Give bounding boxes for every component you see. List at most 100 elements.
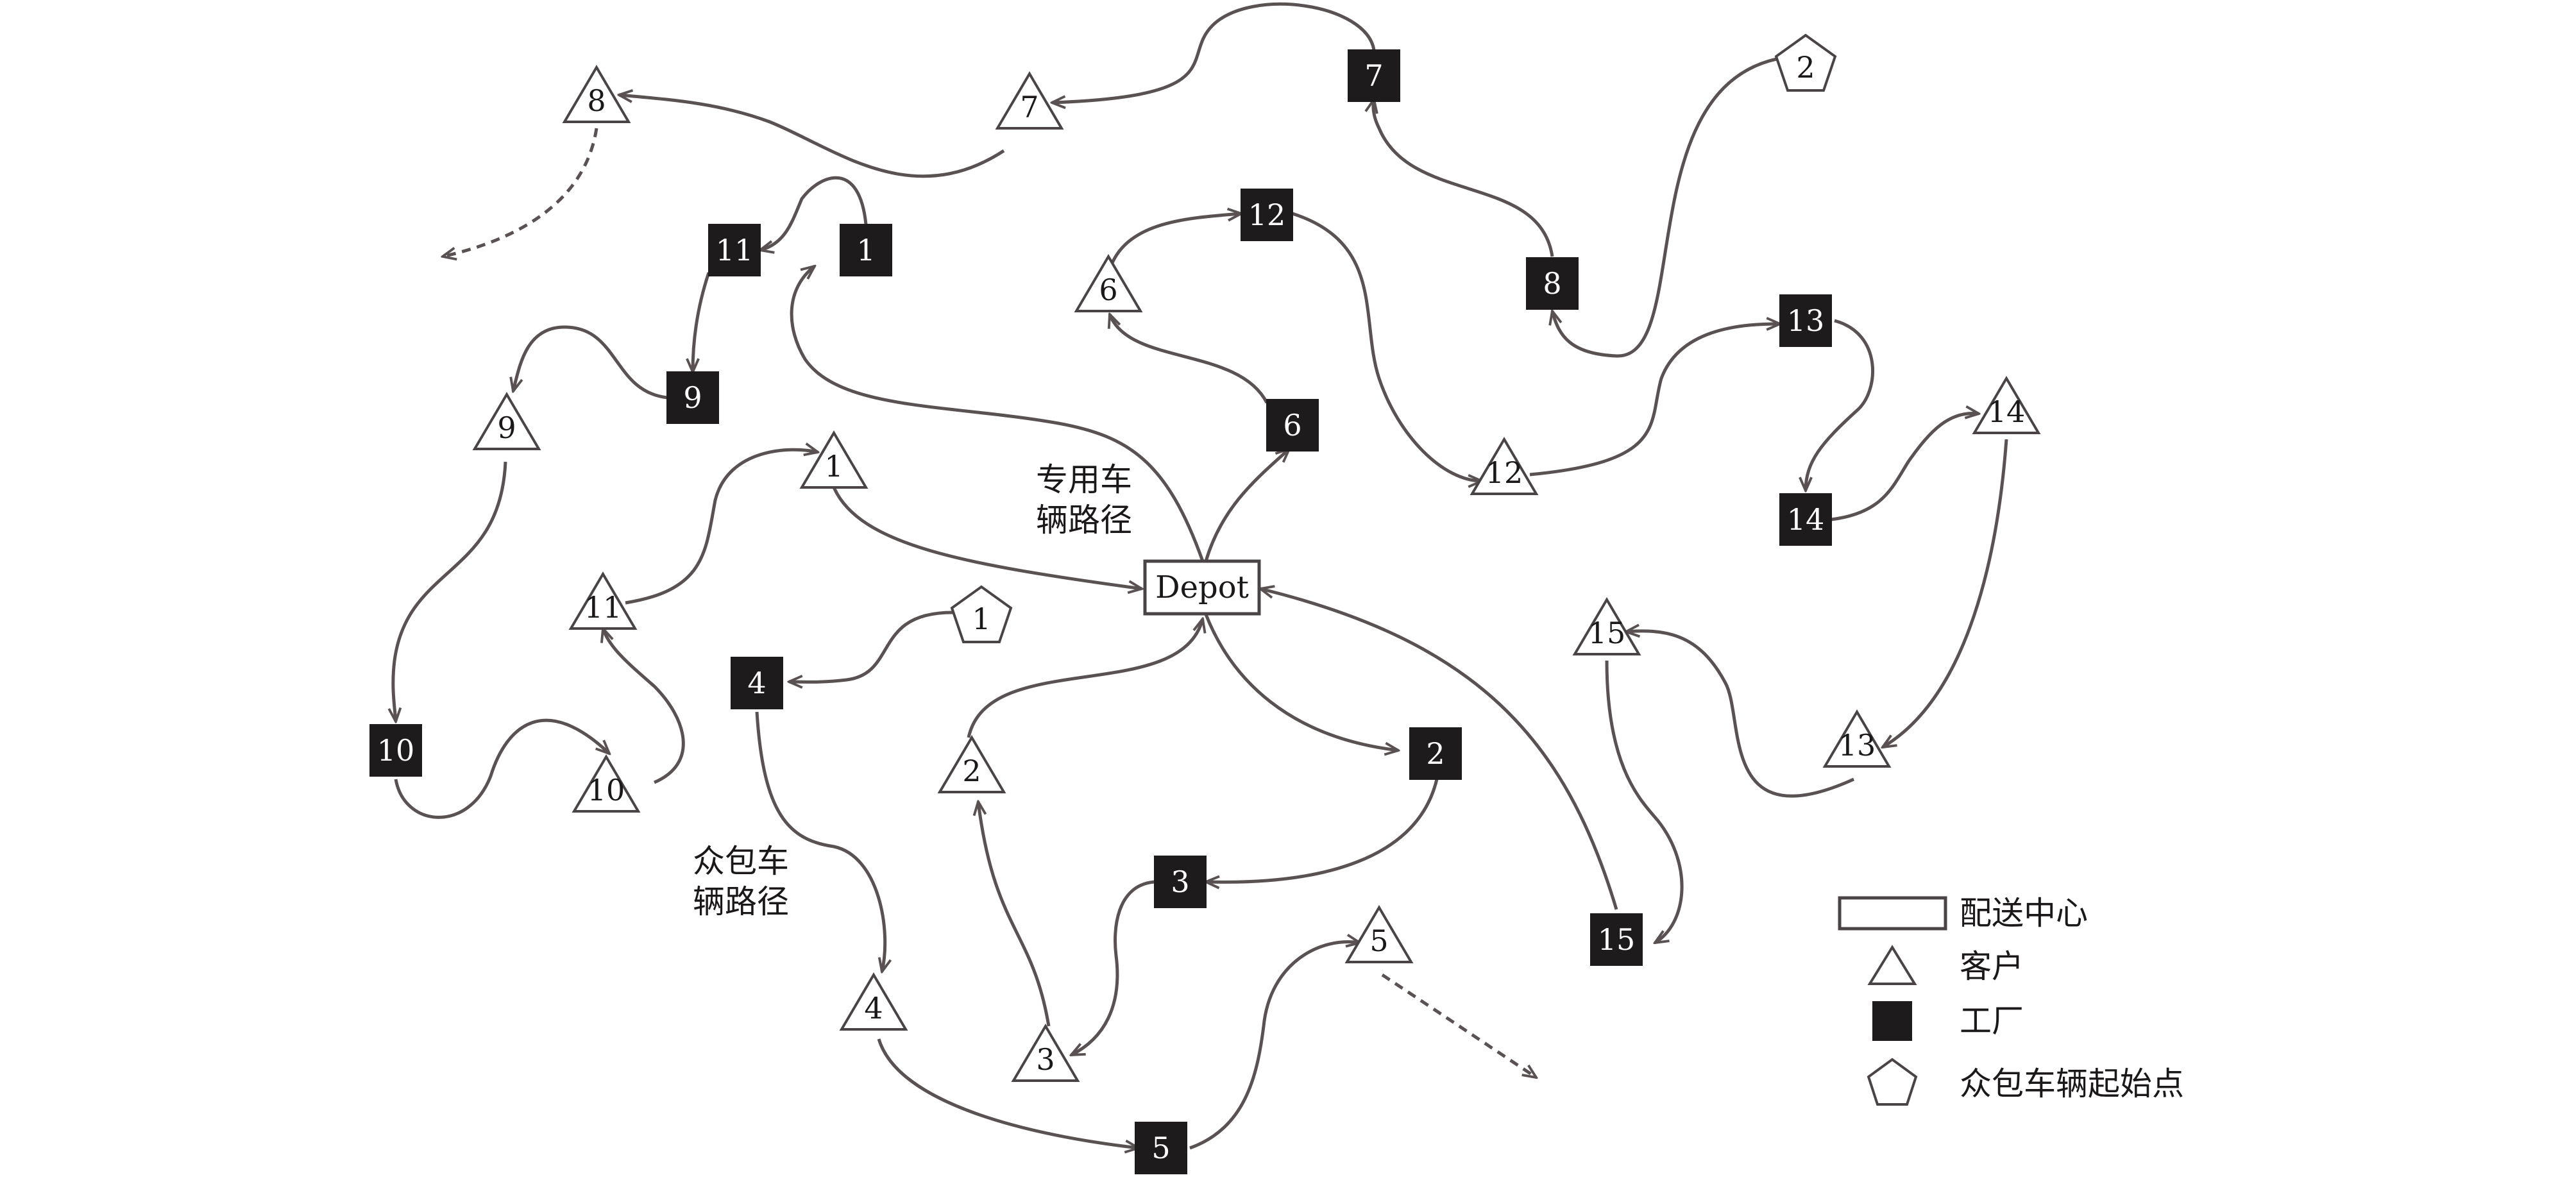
edge-factory-14-to-customer-14 bbox=[1831, 413, 1979, 521]
factory-node-7: 7 bbox=[1348, 49, 1400, 102]
edge-factory-7-to-customer-7 bbox=[1052, 2, 1376, 103]
edge-start-2-to-factory-8 bbox=[1552, 56, 1784, 358]
customer-node-10: 10 bbox=[572, 754, 641, 813]
legend-depot-symbol bbox=[1838, 896, 1947, 931]
edge-factory-13-to-factory-14 bbox=[1806, 319, 1874, 491]
edge-customer-6-to-factory-12 bbox=[1108, 214, 1241, 270]
legend-item-factory: 工厂 bbox=[1872, 1001, 2024, 1041]
crowd-vehicle-starts: 1 2 bbox=[950, 33, 1837, 643]
edge-customer-9-to-factory-10 bbox=[393, 461, 507, 722]
edge-customer-12-to-factory-13 bbox=[1529, 324, 1780, 477]
factory-label-5: 5 bbox=[1151, 1131, 1170, 1165]
factory-label-6: 6 bbox=[1283, 408, 1301, 443]
edge-factory-11-to-factory-9 bbox=[693, 272, 711, 372]
caption-crowd-line-2: 辆路径 bbox=[693, 883, 789, 920]
edge-customer-8-exit bbox=[443, 128, 598, 257]
factory-label-9: 9 bbox=[683, 380, 702, 415]
factory-label-2: 2 bbox=[1426, 736, 1445, 771]
crowd-start-node-1: 1 bbox=[950, 585, 1013, 643]
customer-node-9: 9 bbox=[472, 392, 541, 450]
customer-node-6: 6 bbox=[1074, 254, 1143, 312]
factory-node-4: 4 bbox=[731, 657, 783, 709]
edge-factory-15-to-depot bbox=[1260, 589, 1618, 910]
legend-item-distribution-center: 配送中心 bbox=[1838, 895, 2088, 932]
edge-factory-6-to-customer-6 bbox=[1110, 314, 1269, 404]
factory-node-12: 12 bbox=[1241, 189, 1293, 241]
customer-label-13: 13 bbox=[1838, 728, 1876, 763]
edge-customer-3-to-customer-2 bbox=[978, 802, 1051, 1027]
legend: 配送中心 客户 工厂 众包车辆起始点 bbox=[1838, 895, 2184, 1106]
legend-pentagon-symbol bbox=[1867, 1058, 1918, 1106]
customer-node-7: 7 bbox=[995, 71, 1064, 130]
legend-factory-symbol bbox=[1872, 1001, 1912, 1041]
factory-label-1: 1 bbox=[856, 233, 875, 267]
edge-customer-11-to-customer-1 bbox=[625, 450, 818, 605]
factory-label-8: 8 bbox=[1543, 266, 1561, 301]
edge-factory-3-to-customer-3 bbox=[1071, 880, 1155, 1057]
caption-dedicated-line-1: 专用车 bbox=[1036, 461, 1132, 498]
factory-node-10: 10 bbox=[369, 724, 422, 777]
customer-label-4: 4 bbox=[864, 991, 883, 1026]
crowd-start-label-2: 2 bbox=[1796, 50, 1815, 85]
customer-label-8: 8 bbox=[587, 83, 606, 118]
edge-factory-12-to-customer-12 bbox=[1292, 212, 1482, 481]
edge-factory-2-to-factory-3 bbox=[1206, 779, 1439, 882]
legend-item-customer: 客户 bbox=[1867, 945, 2024, 985]
customer-node-5: 5 bbox=[1344, 905, 1414, 963]
edge-factory-5-to-customer-5 bbox=[1189, 942, 1360, 1150]
edge-customer-4-to-factory-5 bbox=[877, 1038, 1139, 1148]
customer-label-12: 12 bbox=[1486, 455, 1523, 490]
customer-label-15: 15 bbox=[1588, 616, 1626, 650]
legend-item-crowd-start: 众包车辆起始点 bbox=[1867, 1058, 2184, 1106]
edge-customer-7-to-customer-8 bbox=[619, 95, 1005, 178]
customer-node-8: 8 bbox=[562, 65, 631, 123]
distribution-center-depot: Depot bbox=[1143, 559, 1261, 616]
edge-factory-9-to-customer-9 bbox=[513, 325, 668, 400]
legend-label-distribution-center: 配送中心 bbox=[1960, 895, 2088, 932]
legend-label-crowd-start: 众包车辆起始点 bbox=[1960, 1065, 2184, 1102]
edge-factory-10-to-customer-10 bbox=[394, 718, 609, 819]
factory-label-4: 4 bbox=[747, 666, 766, 700]
edge-factory-8-to-factory-7 bbox=[1373, 99, 1554, 257]
factory-label-12: 12 bbox=[1248, 198, 1286, 232]
customer-label-1: 1 bbox=[824, 449, 843, 484]
factory-label-3: 3 bbox=[1171, 865, 1189, 899]
caption-dedicated-route: 专用车 辆路径 bbox=[1036, 461, 1132, 539]
edge-customer-13-to-customer-15 bbox=[1626, 631, 1855, 798]
edge-factory-4-to-customer-4 bbox=[755, 711, 885, 972]
customer-node-11: 11 bbox=[568, 571, 638, 630]
factory-node-1: 1 bbox=[840, 224, 892, 276]
customer-label-5: 5 bbox=[1369, 924, 1388, 958]
edge-factory-1-to-factory-11 bbox=[760, 176, 868, 250]
factory-node-5: 5 bbox=[1135, 1122, 1187, 1174]
edge-customer-15-to-factory-15 bbox=[1605, 660, 1684, 943]
customer-node-15: 15 bbox=[1572, 597, 1641, 655]
crowd-start-label-1: 1 bbox=[972, 602, 990, 636]
factory-node-13: 13 bbox=[1779, 294, 1832, 347]
route-edges bbox=[393, 2, 2008, 1150]
customer-node-4: 4 bbox=[839, 972, 908, 1031]
factory-node-14: 14 bbox=[1779, 493, 1832, 546]
factory-node-6: 6 bbox=[1266, 399, 1319, 452]
customer-label-14: 14 bbox=[1988, 394, 2026, 429]
customer-label-7: 7 bbox=[1020, 90, 1038, 124]
factory-label-15: 15 bbox=[1598, 922, 1636, 957]
customer-label-3: 3 bbox=[1036, 1042, 1055, 1077]
customers: 1 2 3 4 5 6 7 8 9 10 11 12 13 14 15 bbox=[472, 65, 2041, 1082]
factory-label-13: 13 bbox=[1787, 303, 1825, 338]
factory-node-2: 2 bbox=[1409, 727, 1462, 780]
factory-label-14: 14 bbox=[1787, 502, 1825, 537]
caption-dedicated-line-2: 辆路径 bbox=[1036, 502, 1132, 539]
edge-customer-1-to-depot bbox=[832, 486, 1142, 589]
edge-depot-to-factory-6 bbox=[1204, 449, 1289, 562]
legend-customer-symbol bbox=[1867, 945, 1917, 985]
customer-label-9: 9 bbox=[497, 410, 516, 445]
crowd-start-node-2: 2 bbox=[1774, 33, 1837, 92]
factory-node-15: 15 bbox=[1590, 913, 1643, 966]
customer-label-6: 6 bbox=[1099, 273, 1117, 307]
factory-label-10: 10 bbox=[377, 733, 415, 768]
edge-depot-to-factory-2 bbox=[1204, 614, 1398, 750]
edge-start-1-to-factory-4 bbox=[789, 611, 953, 682]
legend-label-customer: 客户 bbox=[1960, 948, 2024, 985]
edge-customer-10-to-customer-11 bbox=[603, 629, 685, 784]
